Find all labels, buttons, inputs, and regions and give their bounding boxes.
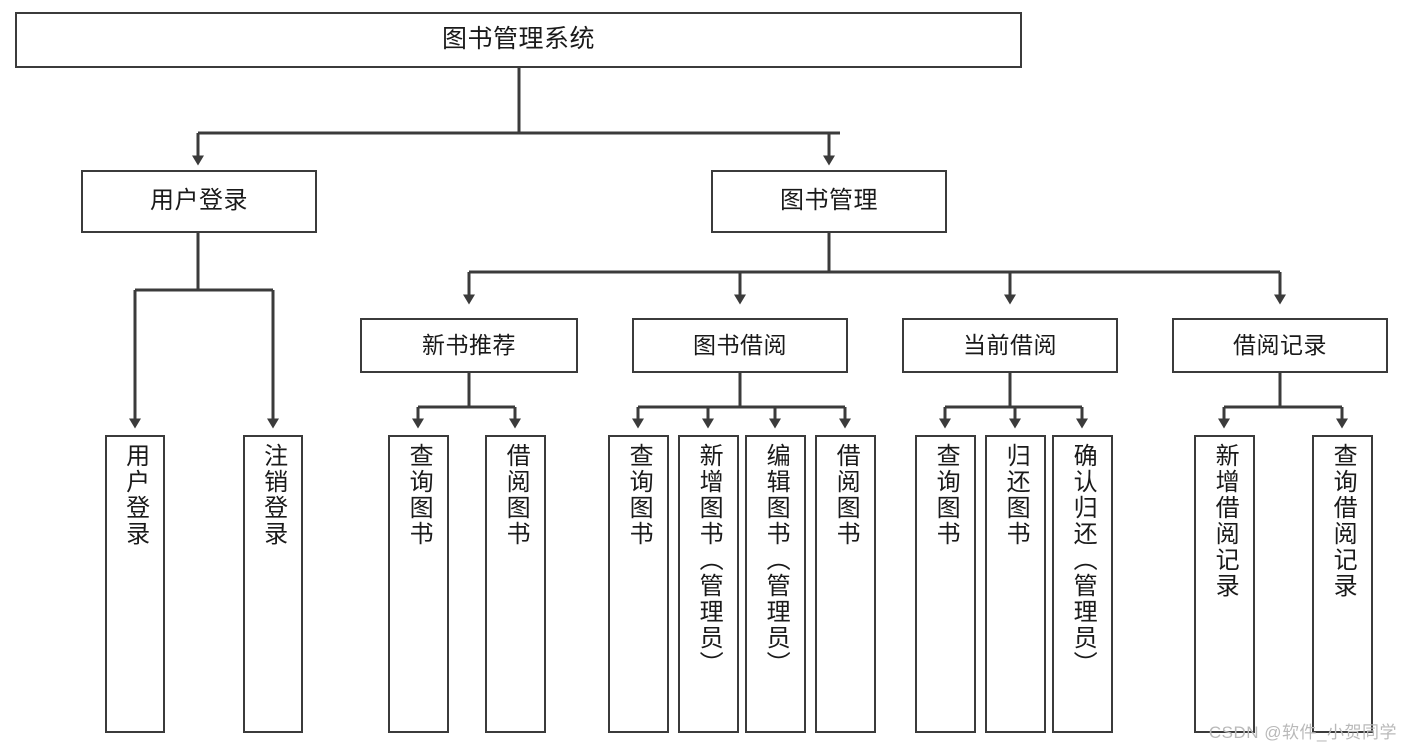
leaf-query-borrow-record-label: 查询借阅记录 <box>1329 443 1357 599</box>
node-root-system[interactable]: 图书管理系统 <box>15 12 1022 68</box>
leaf-query-book-recommend[interactable]: 查询图书 <box>388 435 449 733</box>
leaf-add-borrow-record[interactable]: 新增借阅记录 <box>1194 435 1255 733</box>
leaf-edit-book[interactable]: 编辑图书（管理员） <box>745 435 806 733</box>
leaf-user-login[interactable]: 用户登录 <box>105 435 165 733</box>
leaf-borrow-book-recommend-label: 借阅图书 <box>502 443 530 547</box>
leaf-borrow-book-label: 借阅图书 <box>832 443 860 547</box>
leaf-query-book-borrow-label: 查询图书 <box>625 443 653 547</box>
leaf-confirm-return[interactable]: 确认归还（管理员） <box>1052 435 1113 733</box>
leaf-user-login-label: 用户登录 <box>121 443 149 547</box>
node-borrow-record[interactable]: 借阅记录 <box>1172 318 1388 373</box>
leaf-edit-book-label: 编辑图书（管理员） <box>762 443 790 677</box>
node-user-login-label: 用户登录 <box>150 187 248 215</box>
node-user-login[interactable]: 用户登录 <box>81 170 317 233</box>
node-root-system-label: 图书管理系统 <box>441 25 595 54</box>
leaf-query-book-current[interactable]: 查询图书 <box>915 435 976 733</box>
leaf-query-borrow-record[interactable]: 查询借阅记录 <box>1312 435 1373 733</box>
leaf-query-book-recommend-label: 查询图书 <box>405 443 433 547</box>
node-new-book-recommend-label: 新书推荐 <box>422 331 516 358</box>
leaf-logout[interactable]: 注销登录 <box>243 435 303 733</box>
node-book-borrow-label: 图书借阅 <box>693 331 787 358</box>
leaf-borrow-book-recommend[interactable]: 借阅图书 <box>485 435 546 733</box>
node-book-manage[interactable]: 图书管理 <box>711 170 947 233</box>
leaf-add-book-label: 新增图书（管理员） <box>695 443 723 677</box>
leaf-return-book[interactable]: 归还图书 <box>985 435 1046 733</box>
leaf-add-borrow-record-label: 新增借阅记录 <box>1211 443 1239 599</box>
node-book-borrow[interactable]: 图书借阅 <box>632 318 848 373</box>
leaf-logout-label: 注销登录 <box>259 443 287 547</box>
leaf-query-book-borrow[interactable]: 查询图书 <box>608 435 669 733</box>
csdn-watermark: CSDN @软件_小贺同学 <box>1208 723 1397 742</box>
node-book-manage-label: 图书管理 <box>780 187 878 215</box>
node-new-book-recommend[interactable]: 新书推荐 <box>360 318 578 373</box>
leaf-query-book-current-label: 查询图书 <box>932 443 960 547</box>
node-current-borrow[interactable]: 当前借阅 <box>902 318 1118 373</box>
leaf-borrow-book[interactable]: 借阅图书 <box>815 435 876 733</box>
leaf-return-book-label: 归还图书 <box>1002 443 1030 547</box>
leaf-confirm-return-label: 确认归还（管理员） <box>1069 443 1097 677</box>
leaf-add-book[interactable]: 新增图书（管理员） <box>678 435 739 733</box>
node-borrow-record-label: 借阅记录 <box>1233 331 1327 358</box>
node-current-borrow-label: 当前借阅 <box>963 331 1057 358</box>
